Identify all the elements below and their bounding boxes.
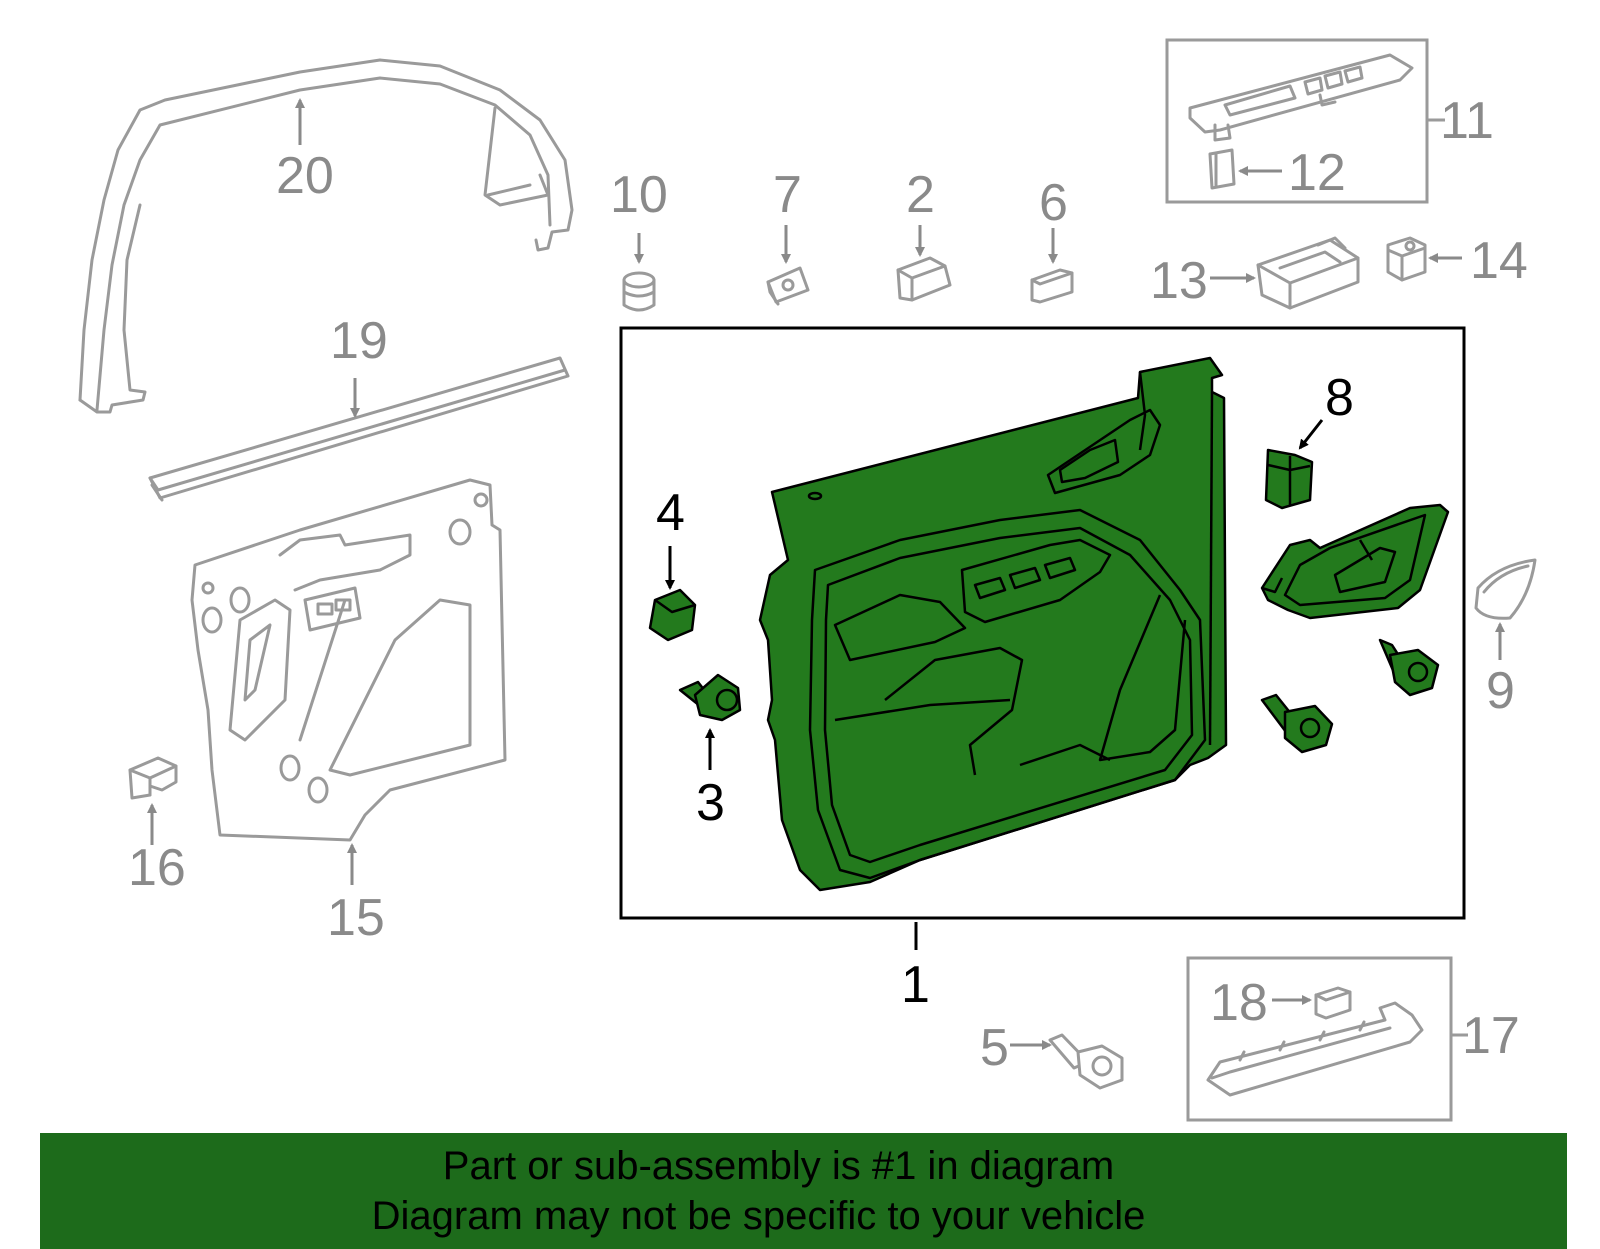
banner-line-1: Part or sub-assembly is #1 in diagram [442, 1144, 1115, 1188]
part-17-pull-handle-box [1186, 956, 1468, 1122]
label-14: 14 [1428, 232, 1528, 290]
part-3-bolt [678, 673, 742, 722]
part-1-door-trim-panel [758, 356, 1228, 892]
svg-text:12: 12 [1288, 144, 1346, 202]
svg-text:13: 13 [1150, 252, 1208, 310]
svg-text:19: 19 [330, 312, 388, 370]
label-12: 12 [1238, 144, 1346, 202]
svg-text:2: 2 [906, 166, 935, 224]
label-3: 3 [696, 728, 725, 832]
label-2: 2 [906, 166, 935, 257]
svg-text:8: 8 [1325, 369, 1354, 427]
part-handle-bezel [1260, 503, 1450, 620]
svg-text:18: 18 [1210, 974, 1268, 1032]
svg-text:14: 14 [1470, 232, 1528, 290]
label-1: 1 [901, 922, 930, 1014]
label-10: 10 [610, 166, 668, 264]
part-bolt-lower [1260, 693, 1334, 754]
svg-text:17: 17 [1462, 1007, 1520, 1065]
label-5: 5 [980, 1019, 1052, 1077]
label-7: 7 [773, 166, 802, 264]
label-18: 18 [1210, 974, 1312, 1032]
label-9: 9 [1486, 622, 1515, 720]
label-8: 8 [1298, 369, 1354, 450]
part-16-clip [128, 756, 178, 800]
svg-text:1: 1 [901, 956, 930, 1014]
label-6: 6 [1039, 174, 1068, 264]
label-16: 16 [128, 803, 186, 897]
part-9-cover [1474, 558, 1537, 620]
svg-text:5: 5 [980, 1019, 1009, 1077]
part-20-frame-molding [78, 58, 574, 414]
svg-text:9: 9 [1486, 662, 1515, 720]
part-bolt-upper [1378, 638, 1440, 697]
label-4: 4 [656, 484, 685, 590]
part-6-pad [1030, 268, 1074, 304]
part-13-window-switch [1256, 236, 1360, 310]
label-15: 15 [327, 843, 385, 947]
part-11-switch-bezel-box [1165, 38, 1445, 204]
label-11: 11 [1440, 92, 1494, 150]
label-19: 19 [330, 312, 388, 418]
svg-text:20: 20 [276, 147, 334, 205]
label-17: 17 [1462, 1007, 1520, 1065]
label-13: 13 [1150, 252, 1256, 310]
part-19-sealing-strip [148, 356, 570, 502]
svg-text:15: 15 [327, 889, 385, 947]
part-5-bolt [1048, 1033, 1124, 1090]
part-7-pad [766, 266, 810, 306]
svg-text:6: 6 [1039, 174, 1068, 232]
banner-line-2: Diagram may not be specific to your vehi… [371, 1194, 1146, 1238]
svg-text:16: 16 [128, 839, 186, 897]
part-14-switch [1386, 236, 1427, 282]
svg-text:4: 4 [656, 484, 685, 542]
part-4-plug [648, 588, 697, 642]
part-15-water-shield [190, 478, 507, 842]
notice-banner: Part or sub-assembly is #1 in diagram Di… [40, 1133, 1567, 1249]
svg-text:3: 3 [696, 774, 725, 832]
svg-text:10: 10 [610, 166, 668, 224]
svg-text:11: 11 [1440, 92, 1494, 150]
svg-text:7: 7 [773, 166, 802, 224]
part-8-clip [1264, 448, 1314, 510]
part-2-insulator [896, 256, 952, 302]
label-20: 20 [276, 98, 334, 205]
part-10-plug [622, 271, 656, 312]
